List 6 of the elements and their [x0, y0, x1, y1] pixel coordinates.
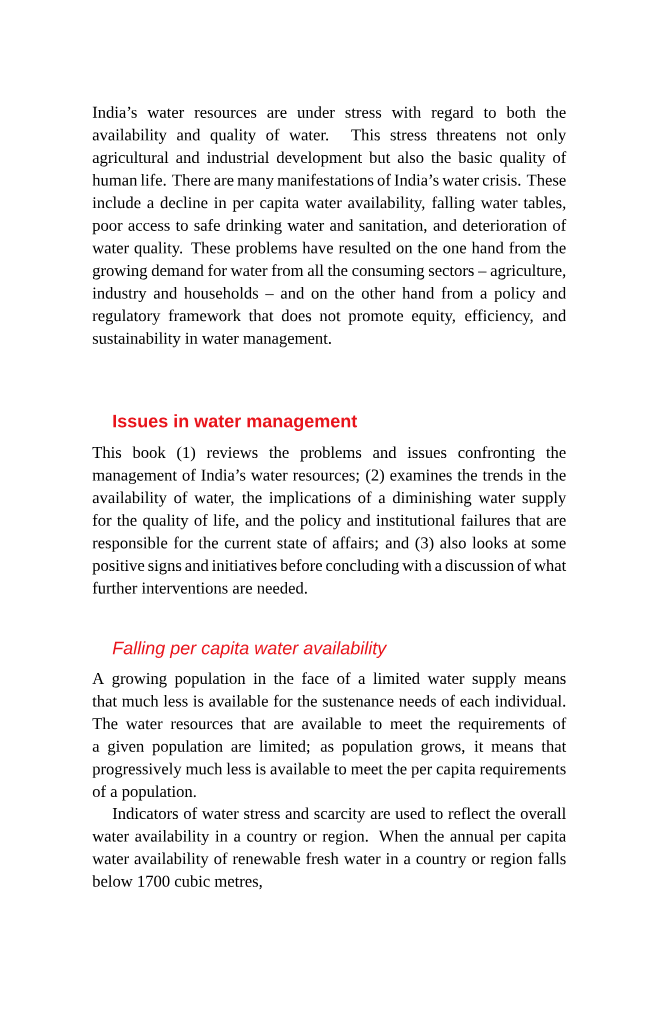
paragraph: This book (1) reviews the problems and issues confronting the management of India’s water resources; (2) examines the trends in the availability of water, the implications of a diminishing water supply for the quality of life, and the policy and institutional failures that are responsible for the current state of affairs; and (3) also looks at some positive signs and initiatives before concluding with a discussion of what further interventions are needed.: [92, 446, 567, 594]
section-heading: Issues in water management: [113, 414, 358, 432]
paragraph: India’s water resources are under stress with regard to both the availability and quality of water. This stress threatens not only agricultural and industrial development but also the basic quality of human life. There are many manifestations of India’s water crisis. These include a decline in per capita water availability, falling water tables, poor access to safe drinking water and sanitation, and deterioration of water quality. These problems have resulted on the one hand from the growing demand for water from all the consuming sectors – agriculture, industry and households – and on the other hand from a policy and regulatory framework that does not promote equity, efficiency, and sustainability in water management.: [92, 106, 567, 348]
paragraph: Indicators of water stress and scarcity are used to reflect the overall water availability in a country or region. When the annual per capita water availability of renewable fresh water in a country or region falls below 1700 cubic metres,: [92, 807, 567, 890]
section-heading: Falling per capita water availability: [112, 641, 388, 658]
paragraph: A growing population in the face of a limited water supply means that much less is available for the sustenance needs of each individual. The water resources that are available to meet the requirements of a given population are limited; as population grows, it means that progressively much less is available to meet the per capita requirements of a population.: [92, 672, 567, 801]
